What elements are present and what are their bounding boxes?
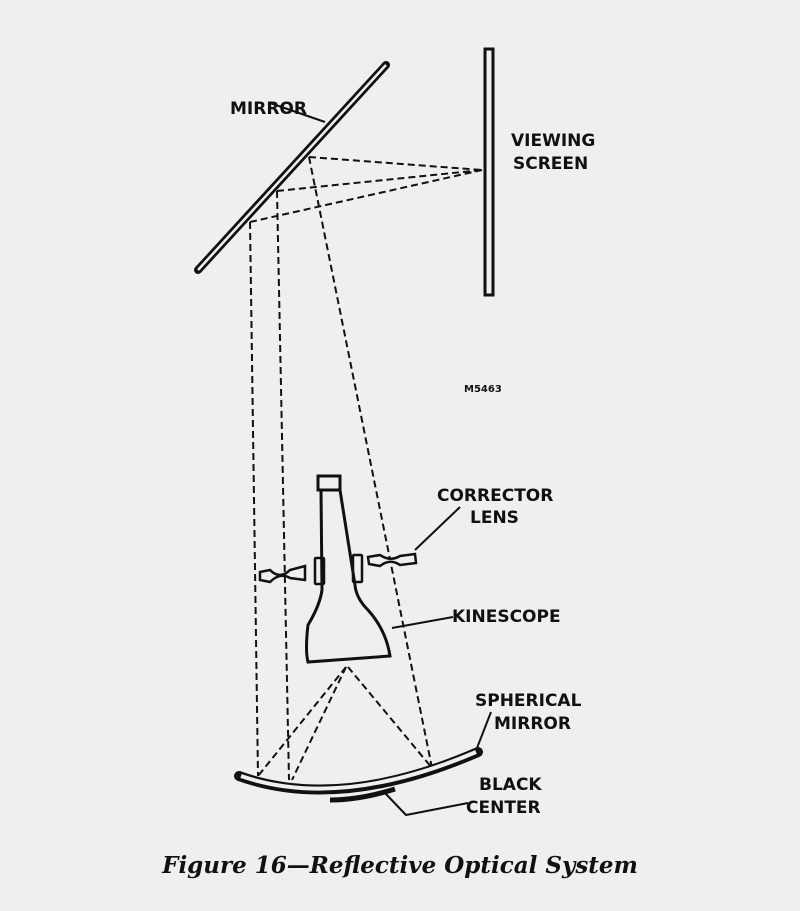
rays-mirror-to-screen xyxy=(249,156,483,223)
label-black: BLACK xyxy=(479,775,542,795)
label-viewing: VIEWING xyxy=(511,131,595,151)
label-kinescope: KINESCOPE xyxy=(452,607,561,627)
kinescope xyxy=(305,474,392,664)
yoke-left xyxy=(313,556,326,586)
viewing-screen xyxy=(483,47,495,297)
label-spherical: SPHERICAL xyxy=(475,691,582,711)
label-spherical-mirror: MIRROR xyxy=(494,714,571,734)
label-lens: LENS xyxy=(470,508,519,528)
black-center xyxy=(329,786,396,803)
label-screen: SCREEN xyxy=(513,154,588,174)
leader-spherical xyxy=(476,711,492,749)
rays-sphere-to-mirror xyxy=(249,156,433,781)
label-center: CENTER xyxy=(466,798,541,818)
spherical-mirror xyxy=(234,747,483,803)
label-mirror: MIRROR xyxy=(230,99,307,119)
figure-caption: Figure 16—Reflective Optical System xyxy=(162,852,638,879)
corrector-lens-left xyxy=(258,564,307,584)
label-corrector: CORRECTOR xyxy=(437,486,553,506)
leader-kinescope xyxy=(391,616,454,629)
leader-black-center xyxy=(384,792,469,817)
corrector-lens-right xyxy=(366,552,418,568)
flat-mirror xyxy=(194,61,390,274)
figure-code: M5463 xyxy=(464,384,502,395)
leader-corrector xyxy=(414,506,461,551)
rays-kinescope-to-sphere xyxy=(257,666,433,781)
leader-mirror xyxy=(269,102,326,123)
yoke-right xyxy=(351,553,364,584)
